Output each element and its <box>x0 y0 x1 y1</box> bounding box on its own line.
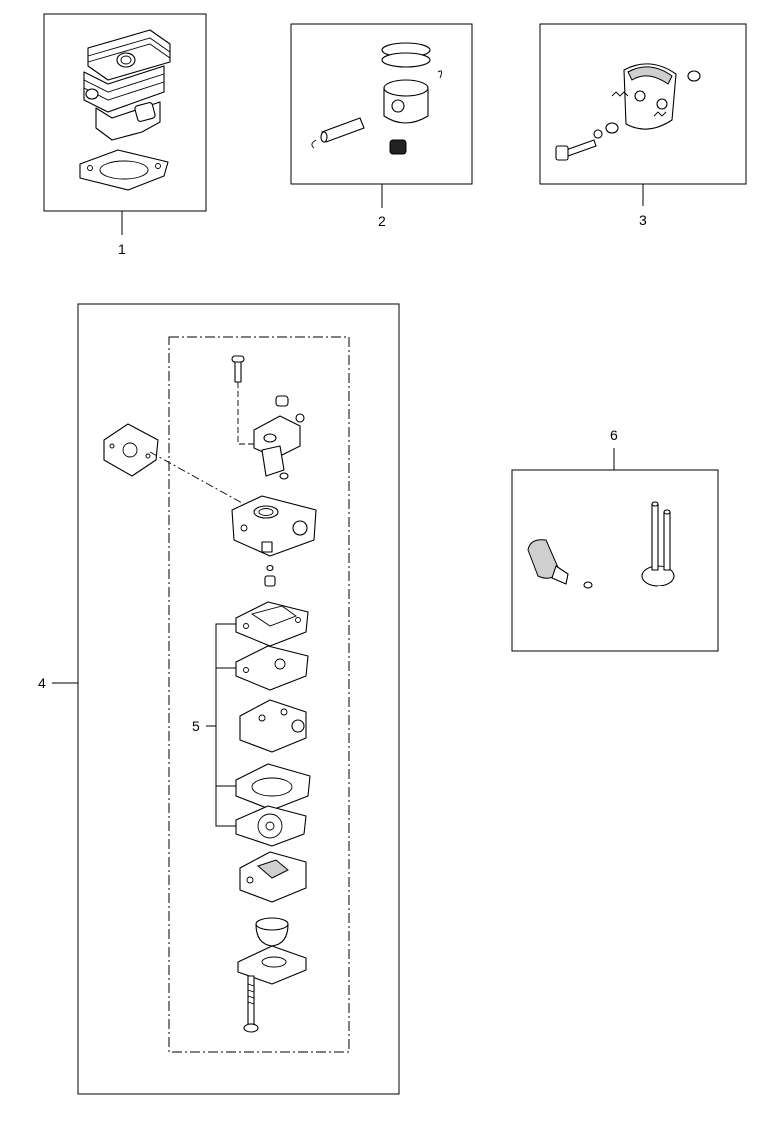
carburetor-assembly-icon <box>103 355 317 587</box>
carburetor-kit-icon <box>235 601 311 1033</box>
part-2-piston-kit[interactable]: 2 <box>290 23 473 229</box>
part-3-clutch[interactable]: 3 <box>539 23 747 228</box>
piston-kit-icon <box>311 42 443 155</box>
part-6-fuel-line-filter[interactable]: 6 <box>511 427 719 652</box>
part-2-frame <box>290 23 473 185</box>
fuel-line-filter-kit-icon <box>527 501 675 619</box>
callout-4-label: 4 <box>38 675 46 691</box>
part-1-frame <box>43 13 207 212</box>
callout-3-label: 3 <box>639 212 647 228</box>
clutch-kit-icon <box>555 63 701 161</box>
callout-1-label: 1 <box>118 241 126 257</box>
cylinder-kit-icon <box>79 29 171 191</box>
part-4-carburetor-assembly[interactable]: 4 <box>38 303 400 1095</box>
part-1-cylinder-kit[interactable]: 1 <box>43 13 207 257</box>
part-4-frame <box>77 303 400 1095</box>
part-6-frame <box>511 469 719 652</box>
callout-5-label: 5 <box>192 718 200 734</box>
callout-2-label: 2 <box>378 213 386 229</box>
part-5-carburetor-repair-kit[interactable]: 5 <box>192 623 238 827</box>
callout-6-label: 6 <box>610 427 618 443</box>
carburetor-kit-frame <box>168 336 350 1053</box>
